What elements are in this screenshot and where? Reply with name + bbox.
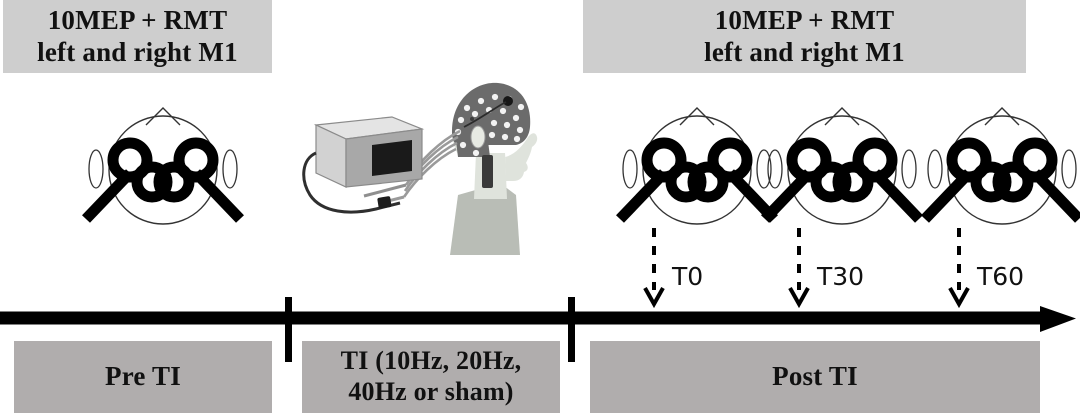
top-label-post-line2: left and right M1 bbox=[704, 36, 905, 67]
phase-boundary-tick-ti-post bbox=[568, 297, 575, 362]
timeline-arrow-icon bbox=[0, 306, 1076, 332]
top-label-pre-line1: 10MEP + RMT bbox=[47, 4, 228, 35]
head-with-tms-coils-icon bbox=[917, 103, 1080, 233]
phase-label-pre-ti: Pre TI bbox=[14, 341, 272, 413]
phase-label-post-ti-line1: Post TI bbox=[772, 361, 858, 392]
tms-stimulator-device-icon bbox=[313, 116, 425, 188]
phase-boundary-tick-pre-ti bbox=[285, 297, 292, 362]
dashed-down-arrow-icon bbox=[643, 228, 665, 309]
top-label-post-line1: 10MEP + RMT bbox=[714, 4, 895, 35]
tms-stimulator-and-subject-illustration bbox=[300, 75, 580, 260]
timepoint-label-t0: T0 bbox=[672, 262, 704, 291]
head-with-tms-coils-icon bbox=[78, 103, 248, 233]
phase-label-pre-ti-line1: Pre TI bbox=[105, 361, 181, 392]
phase-label-ti-line1: TI (10Hz, 20Hz, bbox=[340, 346, 522, 376]
top-label-pre-assessment: 10MEP + RMT left and right M1 bbox=[3, 0, 272, 73]
phase-label-ti: TI (10Hz, 20Hz, 40Hz or sham) bbox=[302, 341, 560, 413]
head-with-tms-coils-icon bbox=[757, 103, 927, 233]
head-with-tms-coils-icon bbox=[612, 103, 782, 233]
timepoint-marker-t30 bbox=[785, 228, 815, 315]
timepoint-marker-t60 bbox=[945, 228, 975, 315]
dashed-down-arrow-icon bbox=[948, 228, 970, 309]
subject-with-eeg-cap-icon bbox=[450, 82, 538, 255]
top-label-pre-line2: left and right M1 bbox=[37, 36, 238, 67]
phase-label-post-ti: Post TI bbox=[590, 341, 1040, 413]
timepoint-label-t60: T60 bbox=[977, 262, 1025, 291]
timepoint-label-t30: T30 bbox=[817, 262, 865, 291]
timepoint-marker-t0 bbox=[640, 228, 670, 315]
dashed-down-arrow-icon bbox=[788, 228, 810, 309]
top-label-post-assessment: 10MEP + RMT left and right M1 bbox=[583, 0, 1026, 73]
phase-label-ti-line2: 40Hz or sham) bbox=[348, 377, 514, 406]
